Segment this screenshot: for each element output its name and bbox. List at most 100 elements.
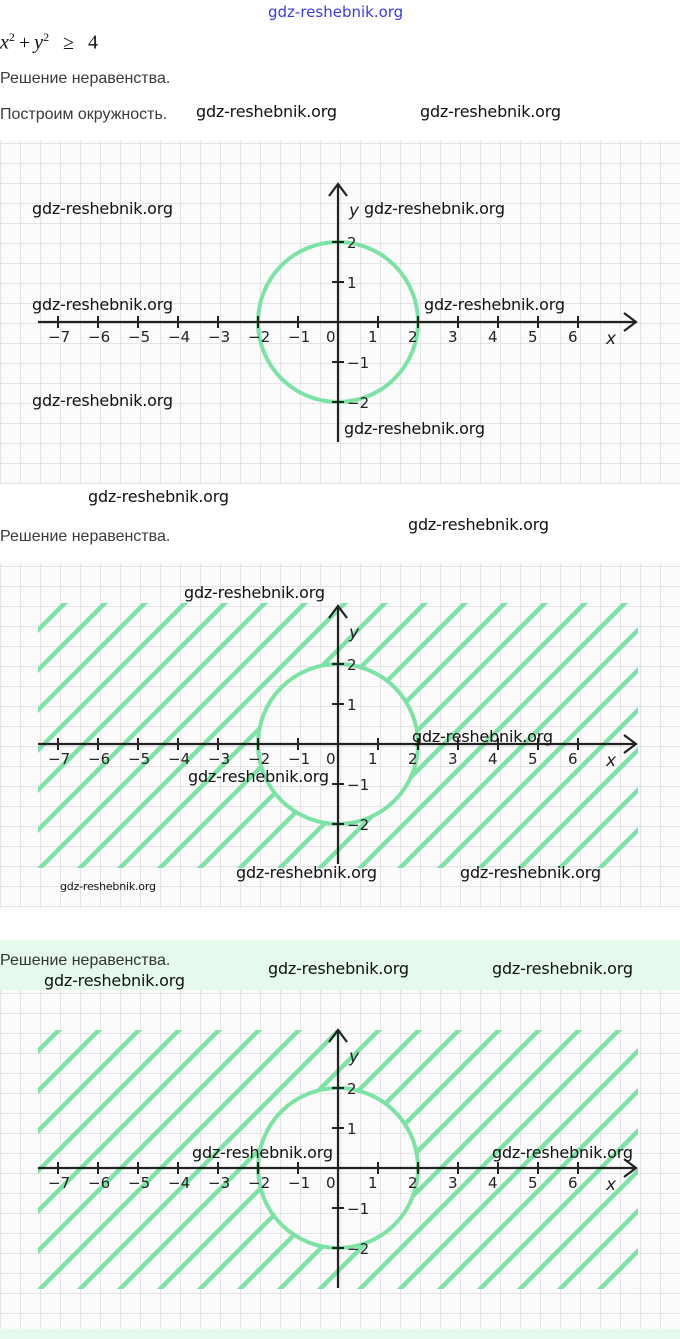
y-tick-label: 1 <box>347 1120 357 1138</box>
x-tick-label: 0 <box>326 750 336 768</box>
x-axis-arrow <box>623 734 638 754</box>
x-tick-label: −3 <box>208 1174 230 1192</box>
x-axis-arrow <box>623 312 638 332</box>
watermark: gdz-reshebnik.org <box>184 583 325 602</box>
x-tick-label: −2 <box>248 1174 270 1192</box>
y-tick-label: −2 <box>347 816 369 834</box>
x-tick-label: 2 <box>408 750 418 768</box>
hatch-line <box>556 786 638 868</box>
site-title[interactable]: gdz-reshebnik.org <box>268 3 404 21</box>
y-axis-arrow <box>328 182 348 197</box>
hatch-line <box>38 603 149 714</box>
x-tick-label: 3 <box>448 328 458 346</box>
x-tick-label: −5 <box>128 1174 150 1192</box>
hatch-line <box>196 1030 463 1289</box>
hatch-region <box>38 563 680 908</box>
hatch-line <box>76 603 349 868</box>
watermark: gdz-reshebnik.org <box>420 102 561 121</box>
watermark: gdz-reshebnik.org <box>492 1143 633 1162</box>
x-tick-label: −6 <box>88 1174 110 1192</box>
x-tick-label: 4 <box>488 328 498 346</box>
hatch-line <box>38 1030 263 1255</box>
hatch-line <box>38 1030 183 1175</box>
x-tick-label: −6 <box>88 328 110 346</box>
solution-heading-3: Решение неравенства. <box>0 952 171 969</box>
x-tick-label: 1 <box>368 328 378 346</box>
y-tick-label: 2 <box>347 234 357 252</box>
watermark: gdz-reshebnik.org <box>60 880 156 893</box>
hatch-line <box>38 603 189 754</box>
solution-band <box>0 940 680 990</box>
hatch-line <box>156 603 429 868</box>
x-tick-label: 4 <box>488 1174 498 1192</box>
watermark: gdz-reshebnik.org <box>44 971 185 990</box>
y-tick-label: −1 <box>347 1200 369 1218</box>
x-tick-label: 1 <box>368 750 378 768</box>
watermark: gdz-reshebnik.org <box>492 959 633 978</box>
watermark: gdz-reshebnik.org <box>344 419 485 438</box>
watermark: gdz-reshebnik.org <box>460 863 601 882</box>
watermark: gdz-reshebnik.org <box>32 199 173 218</box>
x-tick-label: 5 <box>528 750 538 768</box>
x-tick-label: −2 <box>248 750 270 768</box>
y-tick-label: −2 <box>347 394 369 412</box>
x-tick-label: −5 <box>128 750 150 768</box>
x-tick-label: 3 <box>448 750 458 768</box>
hatch-line <box>38 603 109 674</box>
y-tick-label: −1 <box>347 776 369 794</box>
x-axis-label: x <box>605 1175 617 1195</box>
x-axis-label: x <box>605 329 617 349</box>
y-tick-label: −2 <box>347 1240 369 1258</box>
watermark: gdz-reshebnik.org <box>88 487 229 506</box>
x-tick-label: −7 <box>48 1174 70 1192</box>
watermark: gdz-reshebnik.org <box>196 102 337 121</box>
watermark: gdz-reshebnik.org <box>192 1143 333 1162</box>
hatch-line <box>476 706 638 868</box>
x-tick-label: −6 <box>88 750 110 768</box>
x-tick-label: −1 <box>288 750 310 768</box>
x-tick-label: 3 <box>448 1174 458 1192</box>
y-tick-label: −1 <box>347 354 369 372</box>
hatch-line <box>640 563 680 908</box>
x-tick-label: −4 <box>168 750 190 768</box>
watermark: gdz-reshebnik.org <box>32 391 173 410</box>
x-tick-label: 6 <box>568 328 578 346</box>
hatch-line <box>196 603 469 868</box>
x-tick-label: 0 <box>326 1174 336 1192</box>
hatch-line <box>436 666 638 868</box>
x-tick-label: 6 <box>568 1174 578 1192</box>
watermark: gdz-reshebnik.org <box>236 863 377 882</box>
x-tick-label: −4 <box>168 1174 190 1192</box>
hatch-line <box>236 603 509 868</box>
hatch-line <box>276 603 549 868</box>
watermark: gdz-reshebnik.org <box>364 199 505 218</box>
y-axis-arrow <box>328 1028 348 1043</box>
y-tick-label: 2 <box>347 1080 357 1098</box>
hatch-line <box>38 603 69 634</box>
hatch-line <box>356 603 629 868</box>
hatch-line <box>596 826 638 868</box>
x-tick-label: −3 <box>208 328 230 346</box>
y-axis-label: y <box>348 623 360 643</box>
y-axis-label: y <box>348 1047 360 1067</box>
hatch-line <box>116 1030 383 1289</box>
x-tick-label: 0 <box>326 328 336 346</box>
watermark: gdz-reshebnik.org <box>32 295 173 314</box>
x-tick-label: −4 <box>168 328 190 346</box>
x-tick-label: 5 <box>528 1174 538 1192</box>
x-tick-label: −3 <box>208 750 230 768</box>
hatch-line <box>38 603 309 868</box>
hatch-line <box>556 1207 638 1289</box>
build-circle-text: Построим окружность. <box>0 106 168 123</box>
hatch-line <box>156 1030 423 1289</box>
watermark: gdz-reshebnik.org <box>412 727 553 746</box>
x-tick-label: −1 <box>288 328 310 346</box>
hatch-line <box>516 746 638 868</box>
hatch-region <box>38 1030 638 1289</box>
hatch-line <box>76 1030 343 1289</box>
hatch-line <box>38 603 229 794</box>
